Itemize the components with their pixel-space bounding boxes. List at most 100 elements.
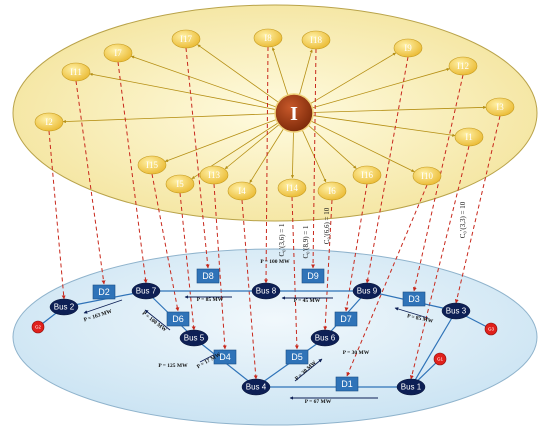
device-d5 <box>285 349 309 365</box>
coupling-i17-d8 <box>183 44 210 269</box>
generator-g2 <box>31 320 45 334</box>
info-node-label-i14: I14 <box>286 183 298 193</box>
bus-label-bus6: Bus 6 <box>315 334 336 343</box>
coupling-i16-d7 <box>344 180 370 312</box>
coupling-i1-bus1 <box>409 142 472 380</box>
info-node-label-i11: I11 <box>70 67 82 77</box>
info-link-i18 <box>298 49 313 96</box>
info-node-label-i6: I6 <box>328 186 336 196</box>
info-node-i16 <box>352 165 382 185</box>
flow-label-f-b5: P = 125 MW <box>158 363 188 369</box>
coupling-label-c1: C₀′(3,6) = 1 <box>278 223 286 257</box>
device-d4 <box>213 349 237 365</box>
coupling-i11-d2 <box>73 77 106 285</box>
device-label-d8: D8 <box>202 271 214 281</box>
device-d3 <box>402 291 426 307</box>
device-label-d3: D3 <box>408 294 420 304</box>
coupling-i5-bus5 <box>177 189 196 331</box>
center-node-label: I <box>290 103 298 125</box>
info-nodes: I1I2I3I4I5I6I7I8I9I10I11I12I13I14I15I16I… <box>34 28 515 201</box>
bus-label-bus4: Bus 4 <box>246 383 267 392</box>
device-d2 <box>92 284 116 300</box>
device-d6 <box>166 311 190 327</box>
bus-label-bus7: Bus 7 <box>136 287 157 296</box>
power-lines <box>37 290 492 388</box>
info-node-i5 <box>165 174 195 194</box>
info-node-label-i5: I5 <box>176 179 184 189</box>
bus-label-bus1: Bus 1 <box>401 383 422 392</box>
coupling-i8-bus8 <box>264 43 271 284</box>
info-node-i7 <box>103 43 133 63</box>
device-label-d2: D2 <box>98 287 110 297</box>
bus-bus1 <box>396 378 426 396</box>
device-d9 <box>301 268 325 284</box>
center-node-group: I <box>274 93 314 133</box>
info-node-i14 <box>277 178 307 198</box>
info-link-i8 <box>271 47 289 97</box>
info-node-i9 <box>393 38 423 58</box>
info-node-label-i9: I9 <box>404 43 412 53</box>
flow-arrow-f-d6 <box>144 309 171 331</box>
bus-bus3 <box>441 302 471 320</box>
info-link-i14 <box>290 130 295 179</box>
bus-label-bus8: Bus 8 <box>256 287 277 296</box>
buses: Bus 1 Bus 2 Bus 3 Bus 4 Bus 5 Bus 6 Bus 7 Bus 8… <box>49 282 471 396</box>
device-label-d1: D1 <box>341 379 353 389</box>
bus-label-bus5: Bus 5 <box>184 334 205 343</box>
bus-bus8 <box>251 282 281 300</box>
coupling-label-c2: C₀′(8,9) = 1 <box>302 225 310 259</box>
bus-label-bus3: Bus 3 <box>446 307 467 316</box>
coupling-i15-d6 <box>149 170 180 312</box>
info-node-i10 <box>412 166 442 186</box>
info-link-i13 <box>224 123 281 170</box>
device-label-d6: D6 <box>172 314 184 324</box>
coupling-i18-d9 <box>311 45 319 269</box>
device-d7 <box>334 311 358 327</box>
device-d1 <box>335 376 359 392</box>
info-node-i2 <box>34 112 64 132</box>
coupling-i2-bus2 <box>46 127 66 300</box>
generator-g3 <box>484 322 498 336</box>
device-label-d7: D7 <box>340 314 352 324</box>
bus-bus9 <box>352 282 382 300</box>
device-label-d9: D9 <box>307 271 319 281</box>
bus-bus7 <box>131 282 161 300</box>
info-node-label-i16: I16 <box>361 170 373 180</box>
coupling-label-c4: C₀′(3,3) = 10 <box>459 201 467 238</box>
info-node-label-i2: I2 <box>45 117 53 127</box>
info-node-label-i10: I10 <box>421 171 433 181</box>
info-node-label-i12: I12 <box>457 61 469 71</box>
coupling-links <box>46 43 503 380</box>
flow-label-f-d1: P = 67 MW <box>305 399 332 405</box>
flow-arrow-f-d5 <box>294 358 323 382</box>
device-label-d5: D5 <box>291 352 303 362</box>
info-node-i4 <box>227 181 257 201</box>
bus-label-bus2: Bus 2 <box>54 303 75 312</box>
coupling-i4-bus4 <box>239 196 258 380</box>
info-node-label-i17: I17 <box>180 34 192 44</box>
coupling-i6-bus6 <box>323 196 335 331</box>
coupling-i14-d5 <box>289 193 299 350</box>
info-node-i1 <box>454 127 484 147</box>
coupling-label-c3: C₀′(6,6) = 10 <box>323 207 331 244</box>
info-node-label-i15: I15 <box>146 160 158 170</box>
generator-label-g2: G2 <box>35 325 42 330</box>
flow-label-f-d8: P = 85 MW <box>197 297 224 303</box>
power-line-bus1-bus3 <box>410 310 457 388</box>
bus-bus4 <box>241 378 271 396</box>
flow-arrow-f-d2 <box>83 299 123 314</box>
coupling-i7-bus7 <box>115 58 148 284</box>
info-node-i17 <box>171 29 201 49</box>
flow-label-f-d9b: P = 45 MW <box>294 298 321 304</box>
device-d8 <box>196 268 220 284</box>
info-node-label-i4: I4 <box>238 186 246 196</box>
bus-bus5 <box>179 329 209 347</box>
flow-label-f-d3: P = 85 MW <box>406 313 434 324</box>
flow-label-f-d6b: P = 30 MW <box>343 350 370 356</box>
center-node <box>274 93 314 133</box>
info-node-i11 <box>61 62 91 82</box>
flow-arrow-f-d3 <box>394 307 429 319</box>
info-node-i3 <box>485 97 515 117</box>
